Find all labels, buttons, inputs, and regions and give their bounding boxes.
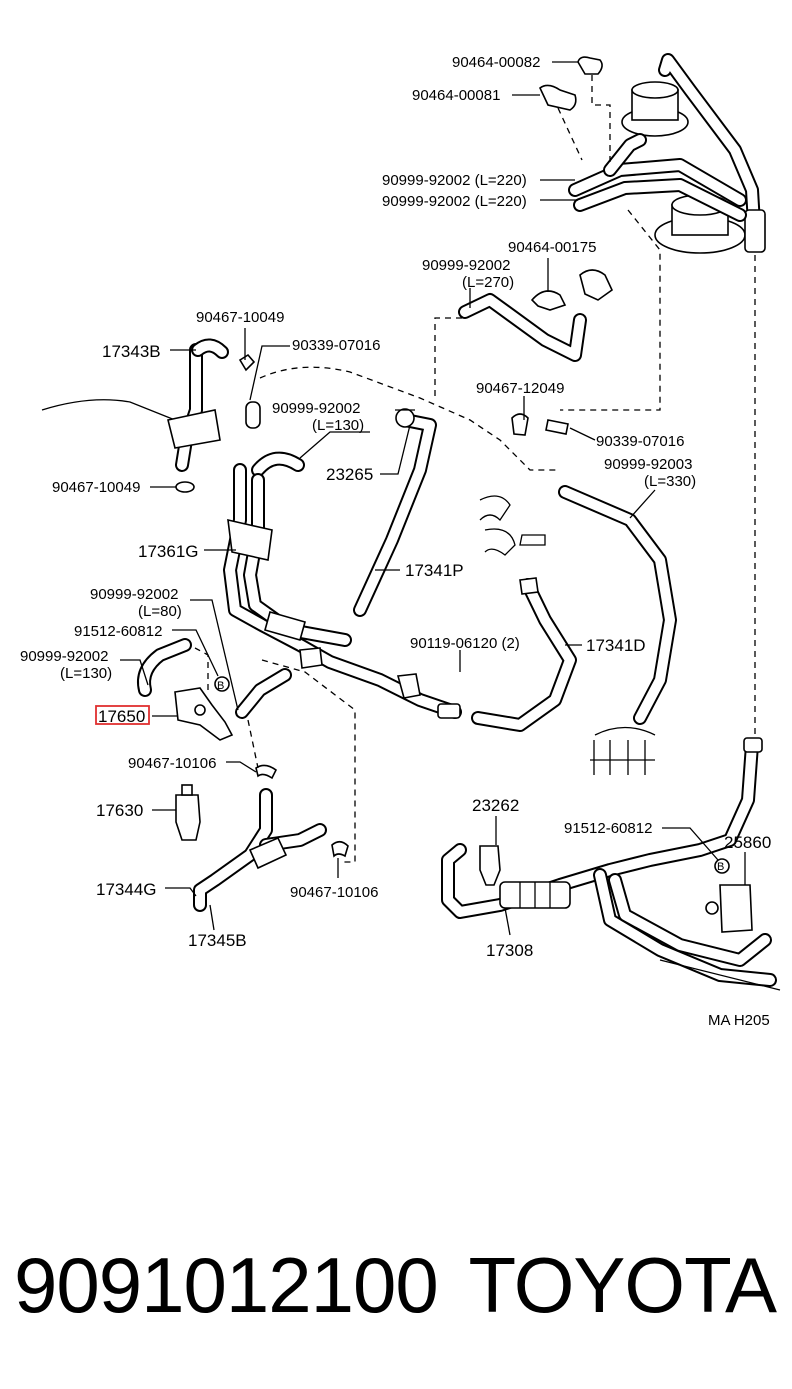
label-90999-92003-length: (L=330): [644, 473, 696, 490]
label-17361G[interactable]: 17361G: [138, 542, 199, 561]
label-90467-10106-b[interactable]: 90467-10106: [290, 884, 378, 901]
part-labels: 90464-00082 90464-00081 90999-92002 (L=2…: [20, 54, 696, 692]
parts-diagram: 90464-00082 90464-00081 90999-92002 (L=2…: [20, 53, 781, 1029]
label-17308[interactable]: 17308: [486, 941, 533, 960]
label-91512-60812-b[interactable]: 91512-60812: [564, 820, 652, 837]
label-17630[interactable]: 17630: [96, 801, 143, 820]
leader-lines: [120, 61, 746, 936]
label-B-ref-1: B: [217, 680, 224, 692]
label-90339-07016-b[interactable]: 90339-07016: [596, 433, 684, 450]
label-90999-92002-l220-b[interactable]: 90999-92002 (L=220): [382, 193, 527, 210]
label-17650[interactable]: 17650: [98, 707, 145, 726]
label-90464-00175[interactable]: 90464-00175: [508, 239, 596, 256]
label-17341P[interactable]: 17341P: [405, 561, 464, 580]
label-90467-12049[interactable]: 90467-12049: [476, 380, 564, 397]
label-90999-92003[interactable]: 90999-92003: [604, 456, 692, 473]
label-90999-92002-l80[interactable]: 90999-92002: [90, 586, 178, 603]
label-B-ref-2: B: [717, 861, 724, 873]
part-number: 9091012100: [14, 1241, 439, 1329]
label-17344G[interactable]: 17344G: [96, 880, 157, 899]
label-91512-60812-a[interactable]: 91512-60812: [74, 623, 162, 640]
label-90467-10049-a[interactable]: 90467-10049: [196, 309, 284, 326]
label-17343B[interactable]: 17343B: [102, 342, 161, 361]
label-90999-92002-l130-a[interactable]: 90999-92002: [272, 400, 360, 417]
clip-and-hose-270: [434, 269, 614, 400]
hose-17341D: [471, 577, 577, 732]
label-23265[interactable]: 23265: [326, 465, 373, 484]
label-90467-10049-b[interactable]: 90467-10049: [52, 479, 140, 496]
right-lower-group: [441, 255, 781, 991]
label-90119-06120[interactable]: 90119-06120 (2): [410, 635, 520, 652]
label-90999-92002-l270-length: (L=270): [462, 274, 514, 291]
label-23262[interactable]: 23262: [472, 796, 519, 815]
label-90467-10106-a[interactable]: 90467-10106: [128, 755, 216, 772]
engine-outline: [41, 366, 656, 775]
label-90999-92002-l220-a[interactable]: 90999-92002 (L=220): [382, 172, 527, 189]
label-90999-92002-l130-b[interactable]: 90999-92002: [20, 648, 108, 665]
label-90999-92002-l80-length: (L=80): [138, 603, 182, 620]
assembly-17343B: [167, 338, 305, 493]
label-25860[interactable]: 25860: [724, 833, 771, 852]
label-17345B[interactable]: 17345B: [188, 931, 247, 950]
top-right-assembly: [538, 53, 766, 411]
label-90999-92002-l270[interactable]: 90999-92002: [422, 257, 510, 274]
part-labels-lower: 90467-10106 17630 23262 91512-60812 2586…: [96, 755, 771, 1029]
label-90999-92002-l130-b-length: (L=130): [60, 665, 112, 682]
label-90464-00081[interactable]: 90464-00081: [412, 87, 500, 104]
brand-name: TOYOTA: [468, 1241, 777, 1329]
footer: 9091012100 TOYOTA: [0, 1235, 792, 1345]
drawing-code: MA H205: [708, 1012, 770, 1029]
highlighted-part-17650[interactable]: 17650: [95, 705, 150, 726]
label-17341D[interactable]: 17341D: [586, 636, 646, 655]
label-90464-00082[interactable]: 90464-00082: [452, 54, 540, 71]
left-lower-group: [137, 638, 356, 912]
label-90999-92002-l130-a-length: (L=130): [312, 417, 364, 434]
label-90339-07016-a[interactable]: 90339-07016: [292, 337, 380, 354]
main-pipes: [223, 408, 462, 719]
highlight-box: [95, 705, 150, 725]
